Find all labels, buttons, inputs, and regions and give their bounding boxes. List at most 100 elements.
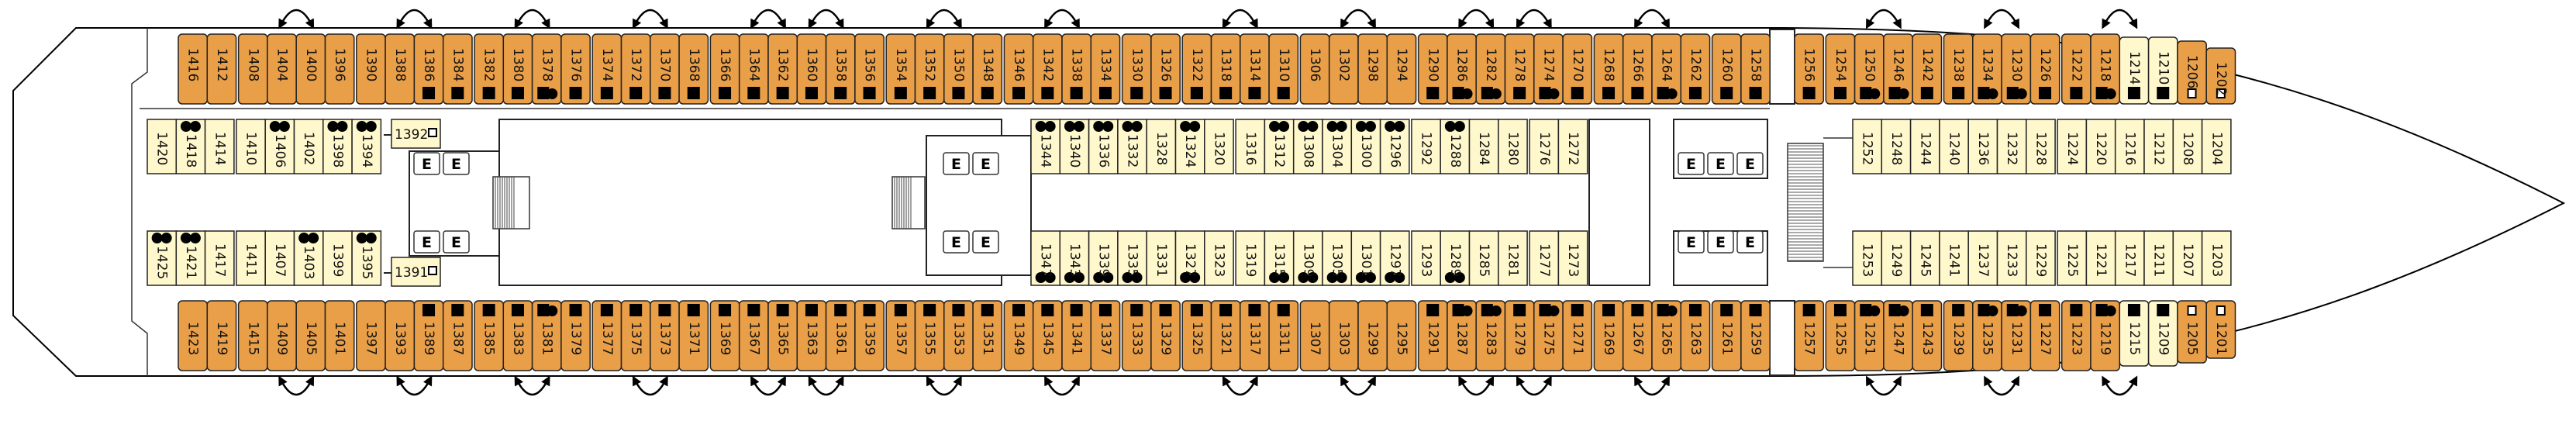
cabin-1270[interactable]: 1270 <box>1562 33 1593 105</box>
cabin-1332[interactable]: 1332 <box>1117 119 1147 174</box>
cabin-1419[interactable]: 1419 <box>206 300 237 371</box>
cabin-1244[interactable]: 1244 <box>1909 119 1940 174</box>
cabin-1398[interactable]: 1398 <box>322 119 353 174</box>
cabin-1287[interactable]: 1287 <box>1447 300 1477 371</box>
cabin-1408[interactable]: 1408 <box>237 33 268 105</box>
cabin-1415[interactable]: 1415 <box>237 300 268 371</box>
cabin-1277[interactable]: 1277 <box>1529 230 1560 286</box>
cabin-1224[interactable]: 1224 <box>2057 119 2088 174</box>
cabin-1299[interactable]: 1299 <box>1357 300 1388 371</box>
cabin-1208[interactable]: 1208 <box>2172 119 2203 174</box>
cabin-1205[interactable]: 1205 <box>2177 300 2207 364</box>
cabin-1423[interactable]: 1423 <box>178 300 209 371</box>
cabin-1425[interactable]: 1425 <box>147 230 178 286</box>
cabin-1227[interactable]: 1227 <box>2029 300 2060 371</box>
cabin-1274[interactable]: 1274 <box>1533 33 1564 105</box>
cabin-1391[interactable]: 1391 <box>384 257 441 287</box>
cabin-1380[interactable]: 1380 <box>502 33 533 105</box>
cabin-1354[interactable]: 1354 <box>885 33 916 105</box>
cabin-1409[interactable]: 1409 <box>267 300 297 371</box>
cabin-1352[interactable]: 1352 <box>914 33 945 105</box>
cabin-1334[interactable]: 1334 <box>1090 33 1121 105</box>
cabin-1326[interactable]: 1326 <box>1150 33 1181 105</box>
cabin-1289[interactable]: 1289 <box>1440 230 1471 286</box>
cabin-1235[interactable]: 1235 <box>1972 300 2002 371</box>
cabin-1268[interactable]: 1268 <box>1593 33 1624 105</box>
cabin-1378[interactable]: 1378 <box>531 33 562 105</box>
cabin-1252[interactable]: 1252 <box>1852 119 1883 174</box>
cabin-1229[interactable]: 1229 <box>2026 230 2056 286</box>
cabin-1315[interactable]: 1315 <box>1264 230 1295 286</box>
cabin-1279[interactable]: 1279 <box>1504 300 1535 371</box>
cabin-1269[interactable]: 1269 <box>1593 300 1624 371</box>
cabin-1209[interactable]: 1209 <box>2147 300 2178 367</box>
cabin-1319[interactable]: 1319 <box>1235 230 1266 286</box>
cabin-1248[interactable]: 1248 <box>1881 119 1912 174</box>
cabin-1291[interactable]: 1291 <box>1417 300 1448 371</box>
cabin-1335[interactable]: 1335 <box>1117 230 1147 286</box>
cabin-1340[interactable]: 1340 <box>1059 119 1090 174</box>
cabin-1290[interactable]: 1290 <box>1417 33 1448 105</box>
cabin-1362[interactable]: 1362 <box>767 33 798 105</box>
cabin-1397[interactable]: 1397 <box>356 300 386 371</box>
cabin-1228[interactable]: 1228 <box>2026 119 2056 174</box>
cabin-1347[interactable]: 1347 <box>1030 230 1061 286</box>
cabin-1384[interactable]: 1384 <box>442 33 473 105</box>
cabin-1207[interactable]: 1207 <box>2172 230 2203 286</box>
cabin-1266[interactable]: 1266 <box>1622 33 1653 105</box>
cabin-1376[interactable]: 1376 <box>560 33 591 105</box>
cabin-1404[interactable]: 1404 <box>267 33 297 105</box>
cabin-1220[interactable]: 1220 <box>2085 119 2116 174</box>
cabin-1237[interactable]: 1237 <box>1967 230 1998 286</box>
cabin-1366[interactable]: 1366 <box>709 33 740 105</box>
cabin-1204[interactable]: 1204 <box>2201 119 2232 174</box>
cabin-1346[interactable]: 1346 <box>1003 33 1034 105</box>
cabin-1251[interactable]: 1251 <box>1854 300 1885 371</box>
cabin-1253[interactable]: 1253 <box>1852 230 1883 286</box>
cabin-1293[interactable]: 1293 <box>1411 230 1441 286</box>
cabin-1383[interactable]: 1383 <box>502 300 533 371</box>
cabin-1358[interactable]: 1358 <box>825 33 856 105</box>
cabin-1310[interactable]: 1310 <box>1268 33 1299 105</box>
cabin-1312[interactable]: 1312 <box>1264 119 1295 174</box>
cabin-1246[interactable]: 1246 <box>1883 33 1913 105</box>
cabin-1272[interactable]: 1272 <box>1557 119 1588 174</box>
cabin-1300[interactable]: 1300 <box>1350 119 1381 174</box>
cabin-1330[interactable]: 1330 <box>1121 33 1152 105</box>
cabin-1296[interactable]: 1296 <box>1379 119 1410 174</box>
cabin-1382[interactable]: 1382 <box>474 33 505 105</box>
cabin-1341[interactable]: 1341 <box>1061 300 1092 371</box>
cabin-1392[interactable]: 1392 <box>384 119 441 149</box>
cabin-1372[interactable]: 1372 <box>620 33 651 105</box>
cabin-1260[interactable]: 1260 <box>1711 33 1742 105</box>
cabin-1301[interactable]: 1301 <box>1350 230 1381 286</box>
cabin-1242[interactable]: 1242 <box>1912 33 1943 105</box>
cabin-1218[interactable]: 1218 <box>2090 33 2121 105</box>
cabin-1421[interactable]: 1421 <box>175 230 206 286</box>
cabin-1294[interactable]: 1294 <box>1386 33 1417 105</box>
cabin-1363[interactable]: 1363 <box>796 300 827 371</box>
cabin-1324[interactable]: 1324 <box>1174 119 1205 174</box>
cabin-1327[interactable]: 1327 <box>1174 230 1205 286</box>
cabin-1311[interactable]: 1311 <box>1268 300 1299 371</box>
cabin-1282[interactable]: 1282 <box>1475 33 1506 105</box>
cabin-1393[interactable]: 1393 <box>385 300 416 371</box>
cabin-1321[interactable]: 1321 <box>1210 300 1241 371</box>
cabin-1307[interactable]: 1307 <box>1299 300 1330 371</box>
cabin-1385[interactable]: 1385 <box>474 300 505 371</box>
cabin-1355[interactable]: 1355 <box>914 300 945 371</box>
cabin-1373[interactable]: 1373 <box>650 300 680 371</box>
cabin-1401[interactable]: 1401 <box>324 300 355 371</box>
cabin-1203[interactable]: 1203 <box>2201 230 2232 286</box>
cabin-1273[interactable]: 1273 <box>1557 230 1588 286</box>
cabin-1309[interactable]: 1309 <box>1292 230 1323 286</box>
cabin-1262[interactable]: 1262 <box>1680 33 1711 105</box>
cabin-1410[interactable]: 1410 <box>236 119 266 174</box>
cabin-1230[interactable]: 1230 <box>2001 33 2032 105</box>
cabin-1278[interactable]: 1278 <box>1504 33 1535 105</box>
cabin-1399[interactable]: 1399 <box>322 230 353 286</box>
cabin-1361[interactable]: 1361 <box>825 300 856 371</box>
cabin-1263[interactable]: 1263 <box>1680 300 1711 371</box>
cabin-1236[interactable]: 1236 <box>1967 119 1998 174</box>
cabin-1394[interactable]: 1394 <box>351 119 382 174</box>
